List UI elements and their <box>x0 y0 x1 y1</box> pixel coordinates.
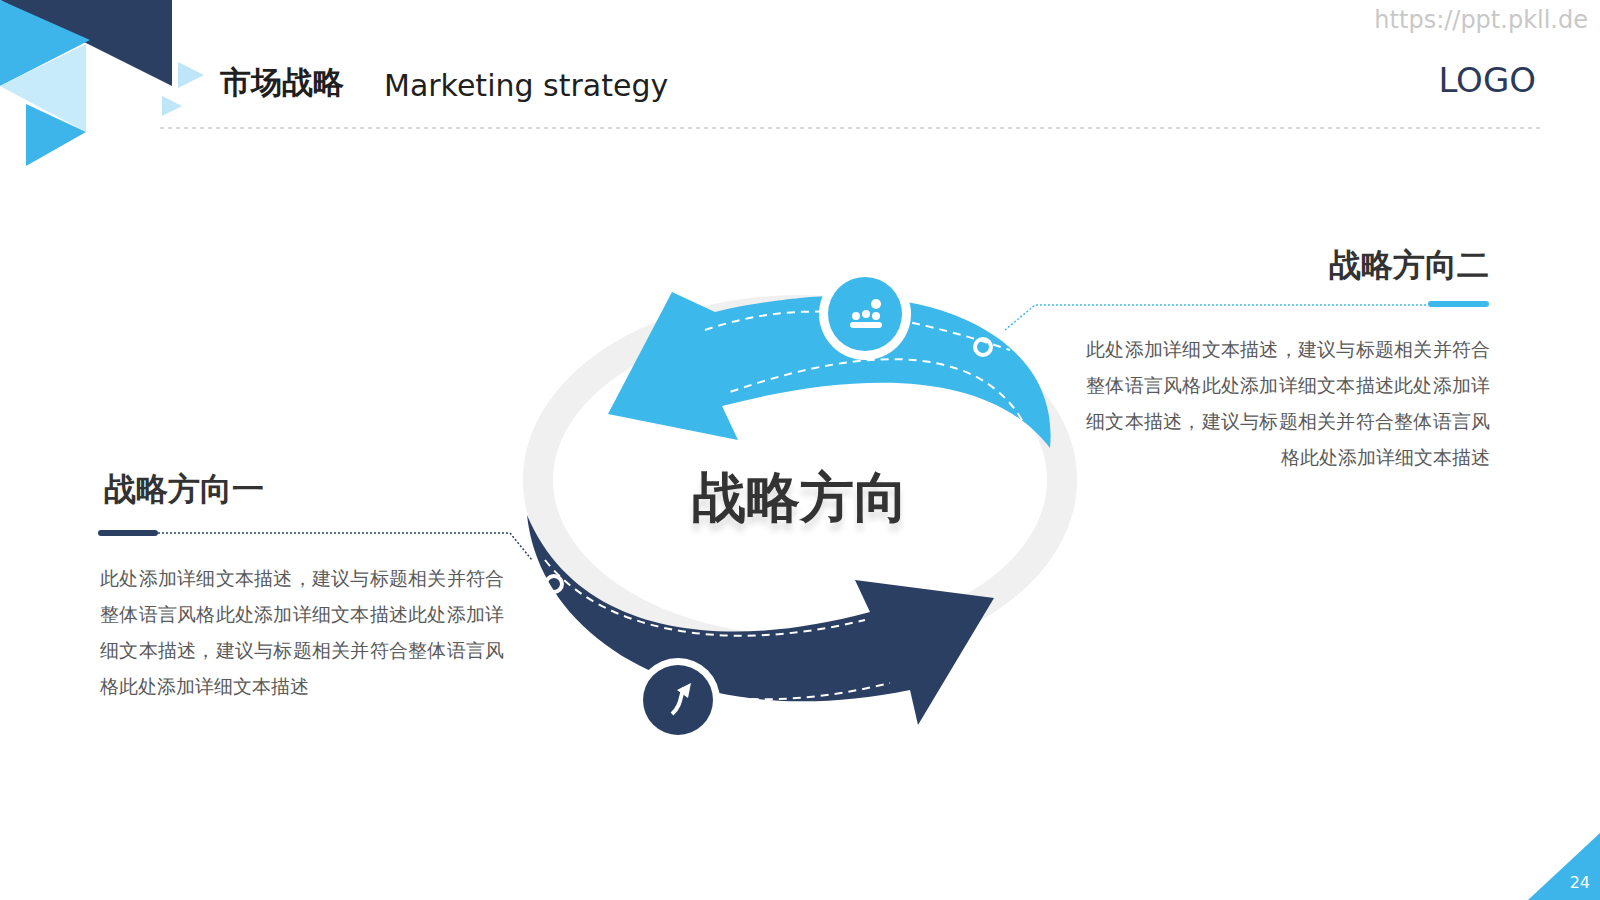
strategy-body: 此处添加详细文本描述，建议与标题相关并符合整体语言风格此处添加详细文本描述此处添… <box>100 560 504 704</box>
subtitle: Marketing strategy <box>384 68 668 103</box>
strategy-body: 此处添加详细文本描述，建议与标题相关并符合整体语言风格此处添加详细文本描述此处添… <box>1086 331 1490 475</box>
slide-title: 市场战略 <box>220 62 344 104</box>
logo: LOGO <box>1438 60 1536 100</box>
page-number: 24 <box>1570 873 1590 892</box>
strategy-heading: 战略方向一 <box>104 468 264 512</box>
center-title: 战略方向 <box>690 462 910 535</box>
strategy-heading: 战略方向二 <box>1329 244 1489 288</box>
watermark: https://ppt.pkll.de <box>1374 6 1588 34</box>
